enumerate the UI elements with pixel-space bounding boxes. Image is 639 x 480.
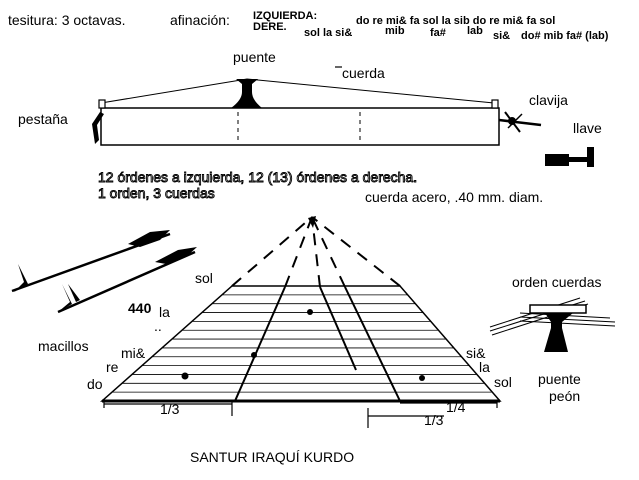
puente-peon-line1: puente — [538, 371, 581, 387]
specs: 12 órdenes a izquierda, 12 (13) órdenes … — [98, 169, 544, 205]
macillos-icon — [11, 230, 197, 314]
llave-label: llave — [573, 120, 602, 136]
clavija-icon — [498, 111, 542, 133]
izquierda-notes-6: do# mib fa# (lab) — [521, 30, 609, 42]
note-sol-left: sol — [195, 270, 213, 286]
note-la-right: la — [479, 359, 490, 375]
bridge-lines — [234, 286, 401, 402]
diagram-title: SANTUR IRAQUÍ KURDO — [190, 449, 354, 465]
bridge-icon — [231, 79, 262, 108]
note-sol-right: sol — [494, 374, 512, 390]
cuerda-spec-text: cuerda acero, .40 mm. diam. — [365, 189, 543, 205]
izquierda-label: IZQUIERDA: — [253, 10, 317, 22]
derecha-label: DERE. — [253, 21, 287, 33]
proportion-markers — [103, 400, 498, 428]
puente-peon-line2: peón — [549, 388, 580, 404]
side-view: puente cuerda clavija pestaña llave — [18, 49, 602, 167]
marker-dot — [181, 372, 189, 380]
note-mi-left: mi& — [121, 345, 146, 361]
afinacion-label: afinación: — [170, 12, 230, 28]
convergence-dashes — [231, 216, 401, 288]
top-view: sol 440 la .. mi& re do si& la sol 1/3 1… — [87, 216, 512, 428]
soundboard-body — [100, 107, 500, 146]
string-line — [100, 78, 495, 104]
quarter-right-label: 1/4 — [446, 399, 466, 415]
note-la-left: la — [159, 304, 170, 320]
izquierda-notes-4: lab — [467, 25, 483, 37]
apex-arrow-icon — [308, 216, 316, 228]
note-si-right: si& — [466, 345, 486, 361]
izquierda-notes-3: fa# — [430, 27, 446, 39]
note-do-left: do — [87, 376, 103, 392]
third-left-label: 1/3 — [160, 401, 180, 417]
tesitura-label: tesitura: 3 octavas. — [8, 12, 126, 28]
macillos-label: macillos — [38, 338, 89, 354]
izquierda-notes-2: mib — [385, 25, 405, 37]
bridge-peon-icon — [489, 297, 616, 352]
note-dots: .. — [154, 318, 162, 334]
derecha-notes: do re mi& fa sol la sib do re mi& fa sol — [356, 15, 555, 27]
note-re-left: re — [106, 359, 119, 375]
marker-dot — [419, 375, 425, 381]
nut-right-icon — [491, 99, 499, 109]
puente-label: puente — [233, 49, 276, 65]
nut-left-icon — [98, 99, 106, 109]
llave-icon — [545, 147, 594, 167]
pestana-label: pestaña — [18, 111, 68, 127]
third-right-label: 1/3 — [424, 412, 444, 428]
cuerda-label: cuerda — [342, 65, 385, 81]
marker-dot — [307, 309, 313, 315]
ordenes-text: 12 órdenes a izquierda, 12 (13) órdenes … — [98, 169, 417, 185]
pestana-icon — [92, 112, 104, 144]
freq-440: 440 — [128, 300, 152, 316]
orden-text: 1 orden, 3 cuerdas — [98, 185, 215, 201]
izquierda-notes-5: si& — [493, 30, 510, 42]
clavija-label: clavija — [529, 92, 568, 108]
orden-cuerdas-label: orden cuerdas — [512, 274, 602, 290]
izquierda-notes-1: sol la si& — [304, 27, 352, 39]
marker-dot — [251, 352, 257, 358]
header: tesitura: 3 octavas. afinación: IZQUIERD… — [8, 10, 609, 42]
